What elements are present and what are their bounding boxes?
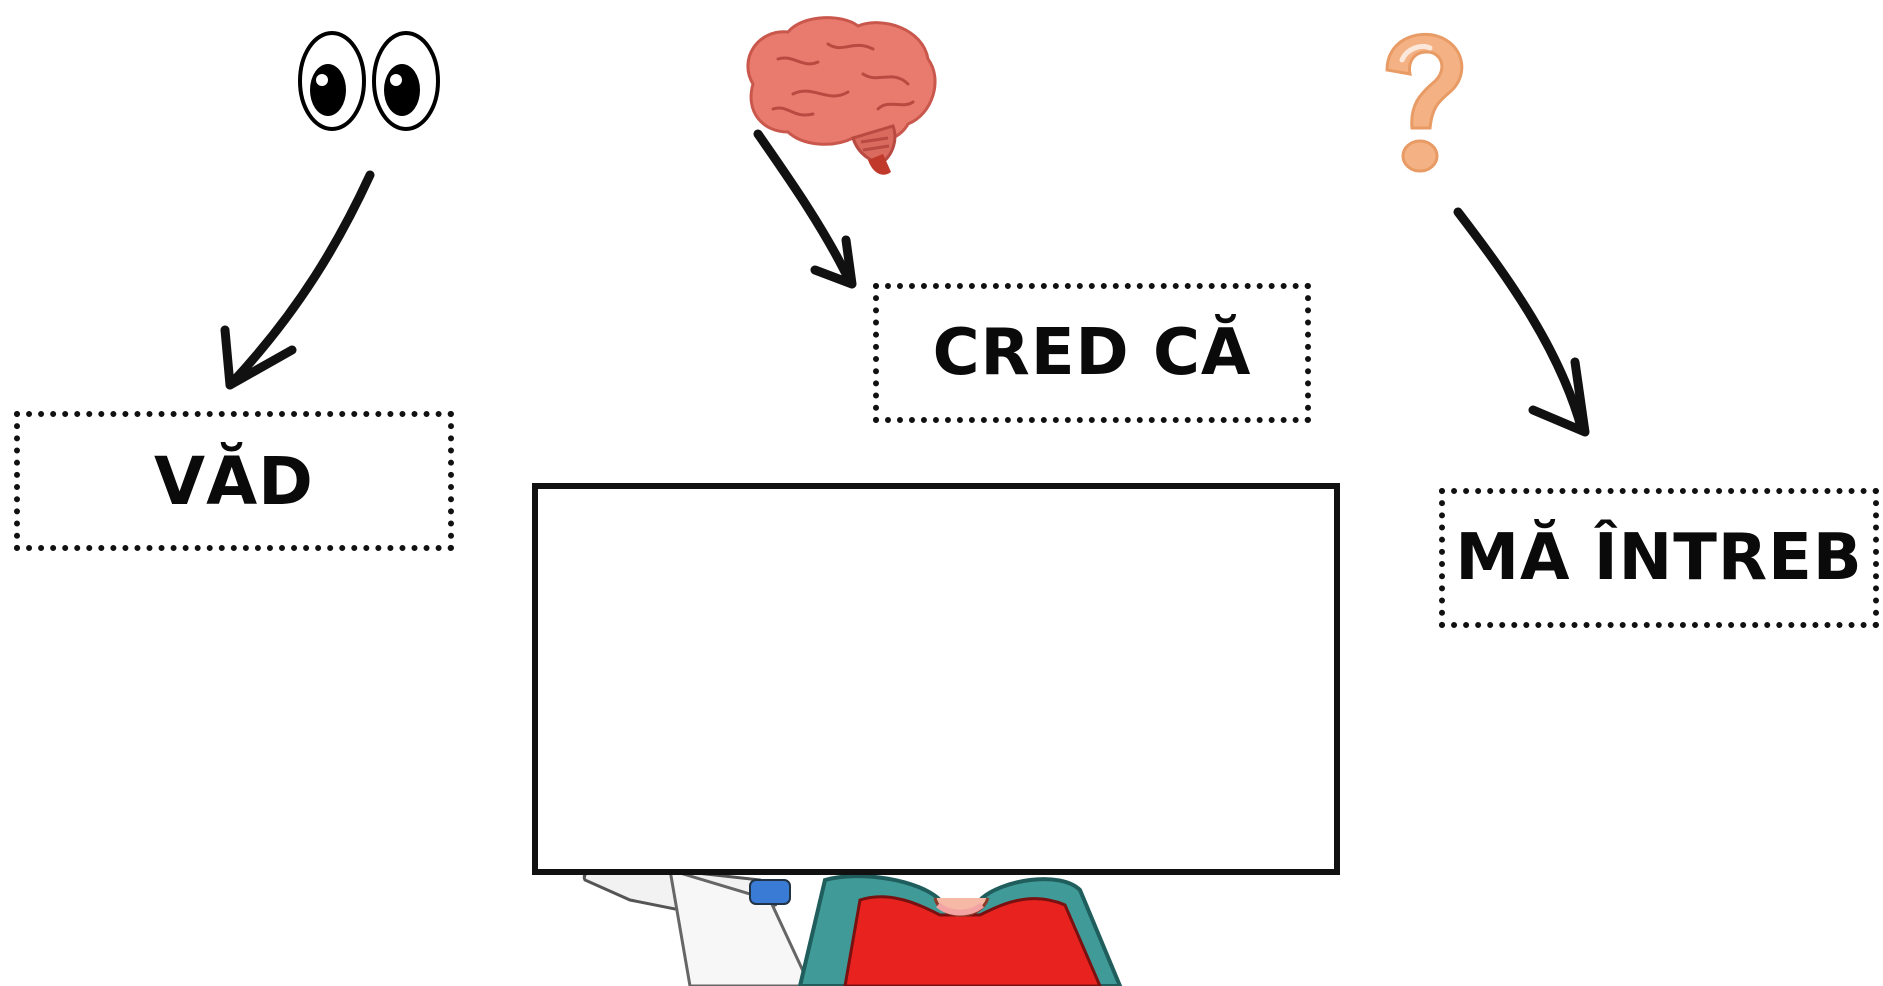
- image-frame: [532, 483, 1340, 875]
- arrow-see: [225, 170, 375, 390]
- brain-icon: [733, 14, 943, 180]
- label-see-text: VĂD: [154, 442, 314, 520]
- child-illustration: [560, 860, 1240, 986]
- eyes-icon: [296, 28, 442, 134]
- arrowhead-wonder: [1528, 357, 1590, 437]
- question-mark-icon: [1372, 30, 1472, 180]
- label-see: VĂD: [14, 411, 454, 551]
- arrowhead-see: [220, 325, 297, 390]
- label-wonder: MĂ ÎNTREB: [1439, 488, 1879, 628]
- arrow-think: [753, 129, 855, 287]
- arrow-wonder: [1453, 207, 1587, 435]
- arrowhead-think: [810, 235, 857, 289]
- label-think-text: CRED CĂ: [932, 316, 1252, 390]
- label-wonder-text: MĂ ÎNTREB: [1455, 521, 1863, 595]
- label-think: CRED CĂ: [873, 283, 1311, 423]
